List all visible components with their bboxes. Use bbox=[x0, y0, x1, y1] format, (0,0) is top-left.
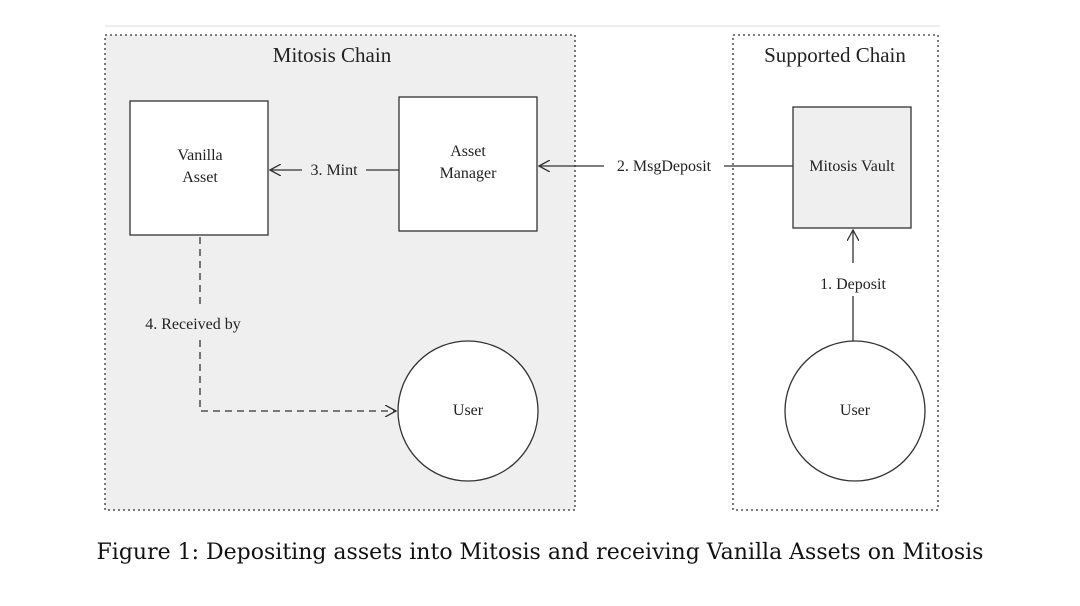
asset-manager-box bbox=[398, 96, 538, 232]
edge-received-by: 4. Received by bbox=[145, 237, 396, 411]
user-mitosis-label: User bbox=[453, 402, 484, 419]
received-by-label: 4. Received by bbox=[145, 316, 241, 333]
mint-label: 3. Mint bbox=[310, 162, 358, 179]
vanilla-asset-node: Vanilla Asset bbox=[129, 100, 269, 236]
mitosis-vault-box bbox=[792, 106, 912, 229]
user-supported-node: User bbox=[784, 340, 926, 482]
edge-deposit: 1. Deposit bbox=[820, 230, 886, 341]
user-supported-circle bbox=[784, 340, 926, 482]
vanilla-asset-label-line1: Vanilla bbox=[177, 147, 222, 164]
supported-chain-title: Supported Chain bbox=[764, 43, 906, 67]
user-mitosis-circle bbox=[397, 340, 539, 482]
edge-msg-deposit: 2. MsgDeposit bbox=[539, 158, 793, 175]
vanilla-asset-label-line2: Asset bbox=[182, 169, 218, 186]
mitosis-chain-title: Mitosis Chain bbox=[273, 43, 392, 67]
asset-manager-node: Asset Manager bbox=[398, 96, 538, 232]
vanilla-asset-box bbox=[129, 100, 269, 236]
user-supported-label: User bbox=[840, 402, 871, 419]
asset-manager-label-line2: Manager bbox=[440, 165, 498, 182]
deposit-label: 1. Deposit bbox=[820, 276, 886, 293]
mitosis-vault-node: Mitosis Vault bbox=[792, 106, 912, 229]
user-mitosis-node: User bbox=[397, 340, 539, 482]
mitosis-vault-label: Mitosis Vault bbox=[809, 158, 895, 175]
figure-caption: Figure 1: Depositing assets into Mitosis… bbox=[96, 540, 984, 565]
msg-deposit-label: 2. MsgDeposit bbox=[617, 158, 712, 175]
asset-manager-label-line1: Asset bbox=[450, 143, 486, 160]
edge-mint: 3. Mint bbox=[270, 162, 399, 179]
